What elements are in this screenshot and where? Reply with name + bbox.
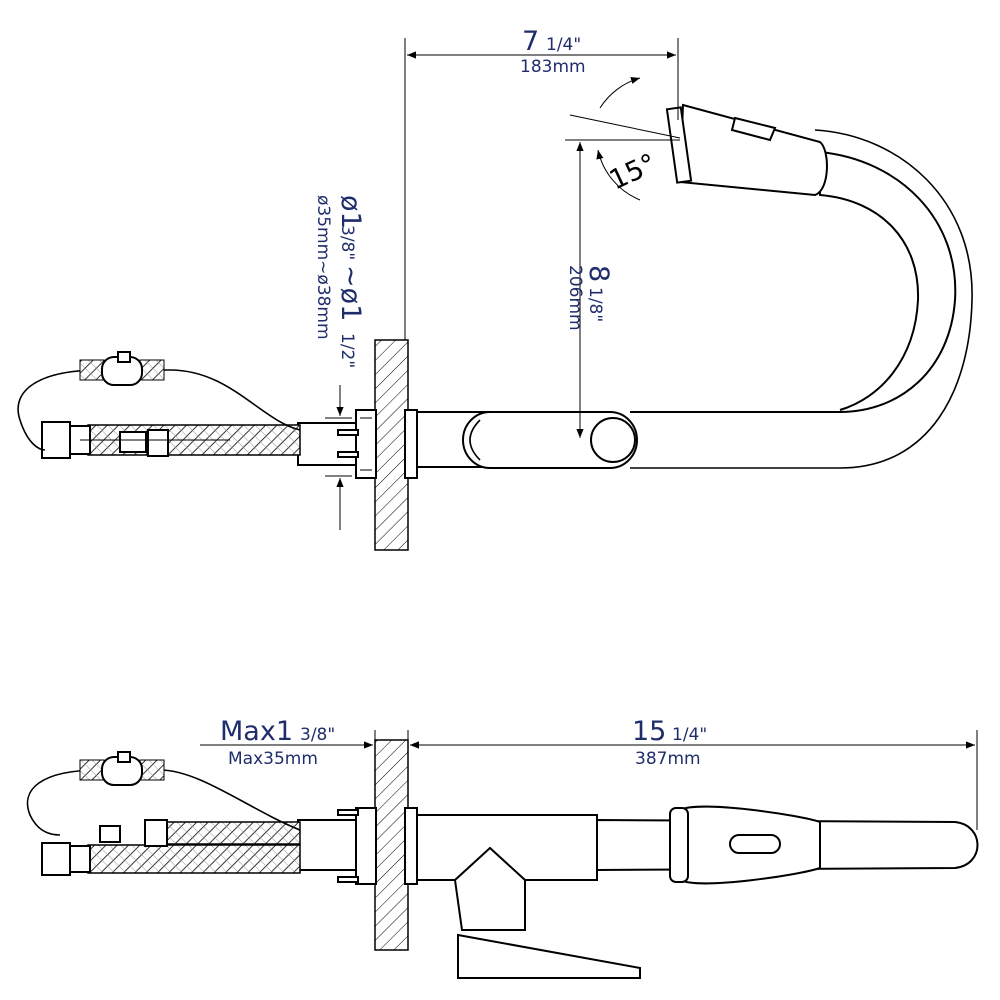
bottom-view: Max1 3/8" Max35mm 15 1/4" 387mm [26, 716, 979, 979]
handle-side [453, 846, 526, 931]
hole-dimension-main: ø1 [335, 195, 366, 229]
hole-dimension-metric: ø35mm~ø38mm [313, 195, 333, 340]
width-dimension-metric: 183mm [520, 57, 586, 77]
spout [630, 150, 957, 413]
top-view: 7 1/4" 183mm 8 1/8" 206mm 15° ø1 3/8" ~ø… [17, 26, 973, 551]
height-dimension-metric: 206mm [565, 265, 585, 331]
width-dimension-main: 7 [522, 26, 539, 57]
handle [462, 411, 638, 469]
length-dimension-fraction: 1/4" [672, 725, 707, 745]
mounting-nut [355, 409, 377, 479]
base-flange [404, 409, 418, 479]
height-dimension-fraction: 1/8" [585, 287, 605, 322]
thickness-dimension-fraction: 3/8" [300, 725, 335, 745]
length-dimension-metric: 387mm [635, 749, 701, 769]
spray-head [678, 103, 828, 197]
spray-button [729, 834, 781, 854]
hole-dimension-fraction1: 3/8" [337, 225, 357, 260]
thickness-dimension-metric: Max35mm [228, 749, 318, 769]
handle-base [457, 933, 641, 979]
hole-dimension-sep: ~ø1 [335, 265, 366, 321]
handle-cap [590, 417, 636, 463]
width-dimension-fraction: 1/4" [546, 35, 581, 55]
diverter-cable [17, 369, 301, 451]
countertop-section-side [374, 739, 409, 951]
thickness-dimension-main: Max1 [220, 716, 293, 747]
angle-dimension: 15° [605, 148, 661, 196]
hole-dimension-fraction2: 1/2" [337, 333, 357, 368]
length-dimension-main: 15 [632, 716, 666, 747]
countertop-section [374, 339, 409, 551]
height-dimension-main: 8 [583, 265, 614, 282]
